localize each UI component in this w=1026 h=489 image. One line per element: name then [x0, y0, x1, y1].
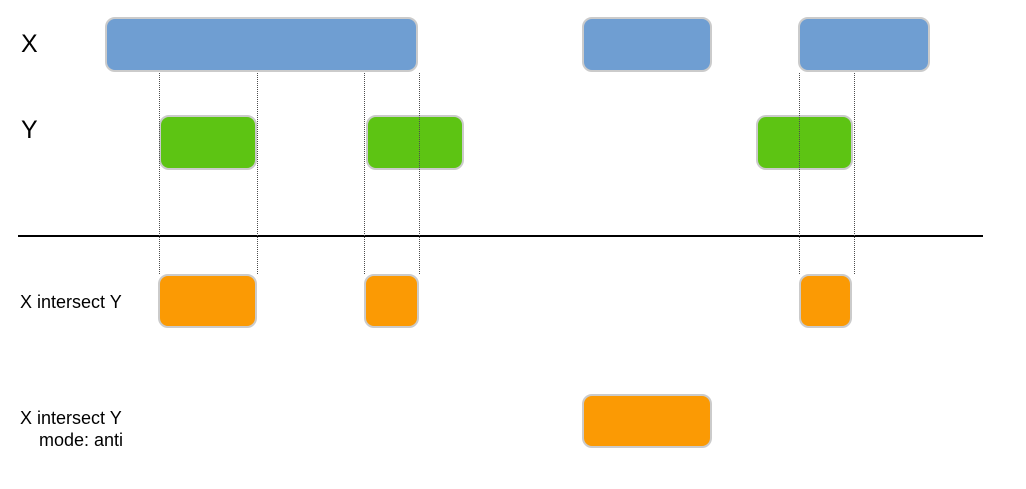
track-label-y: Y	[21, 116, 38, 144]
guide-line	[159, 73, 160, 274]
track-label-x: X	[21, 30, 38, 58]
label-x-intersect-y-anti: X intersect Y mode: anti	[20, 407, 123, 451]
y-interval-box	[159, 115, 257, 170]
label-anti-line1: X intersect Y	[20, 408, 122, 428]
guide-line	[854, 73, 855, 274]
y-interval-box	[756, 115, 853, 170]
y-interval-box	[366, 115, 464, 170]
x-interval-box	[105, 17, 418, 72]
result-interval-box	[799, 274, 852, 328]
x-interval-box	[582, 17, 712, 72]
anti-result-interval-box	[582, 394, 712, 448]
x-interval-box	[798, 17, 930, 72]
result-interval-box	[158, 274, 257, 328]
label-anti-line2: mode: anti	[39, 430, 124, 450]
guide-line	[799, 73, 800, 274]
guide-line	[257, 73, 258, 274]
guide-line	[364, 73, 365, 274]
result-interval-box	[364, 274, 419, 328]
divider-line	[18, 235, 983, 237]
label-x-intersect-y: X intersect Y	[20, 292, 122, 312]
guide-line	[419, 73, 420, 274]
